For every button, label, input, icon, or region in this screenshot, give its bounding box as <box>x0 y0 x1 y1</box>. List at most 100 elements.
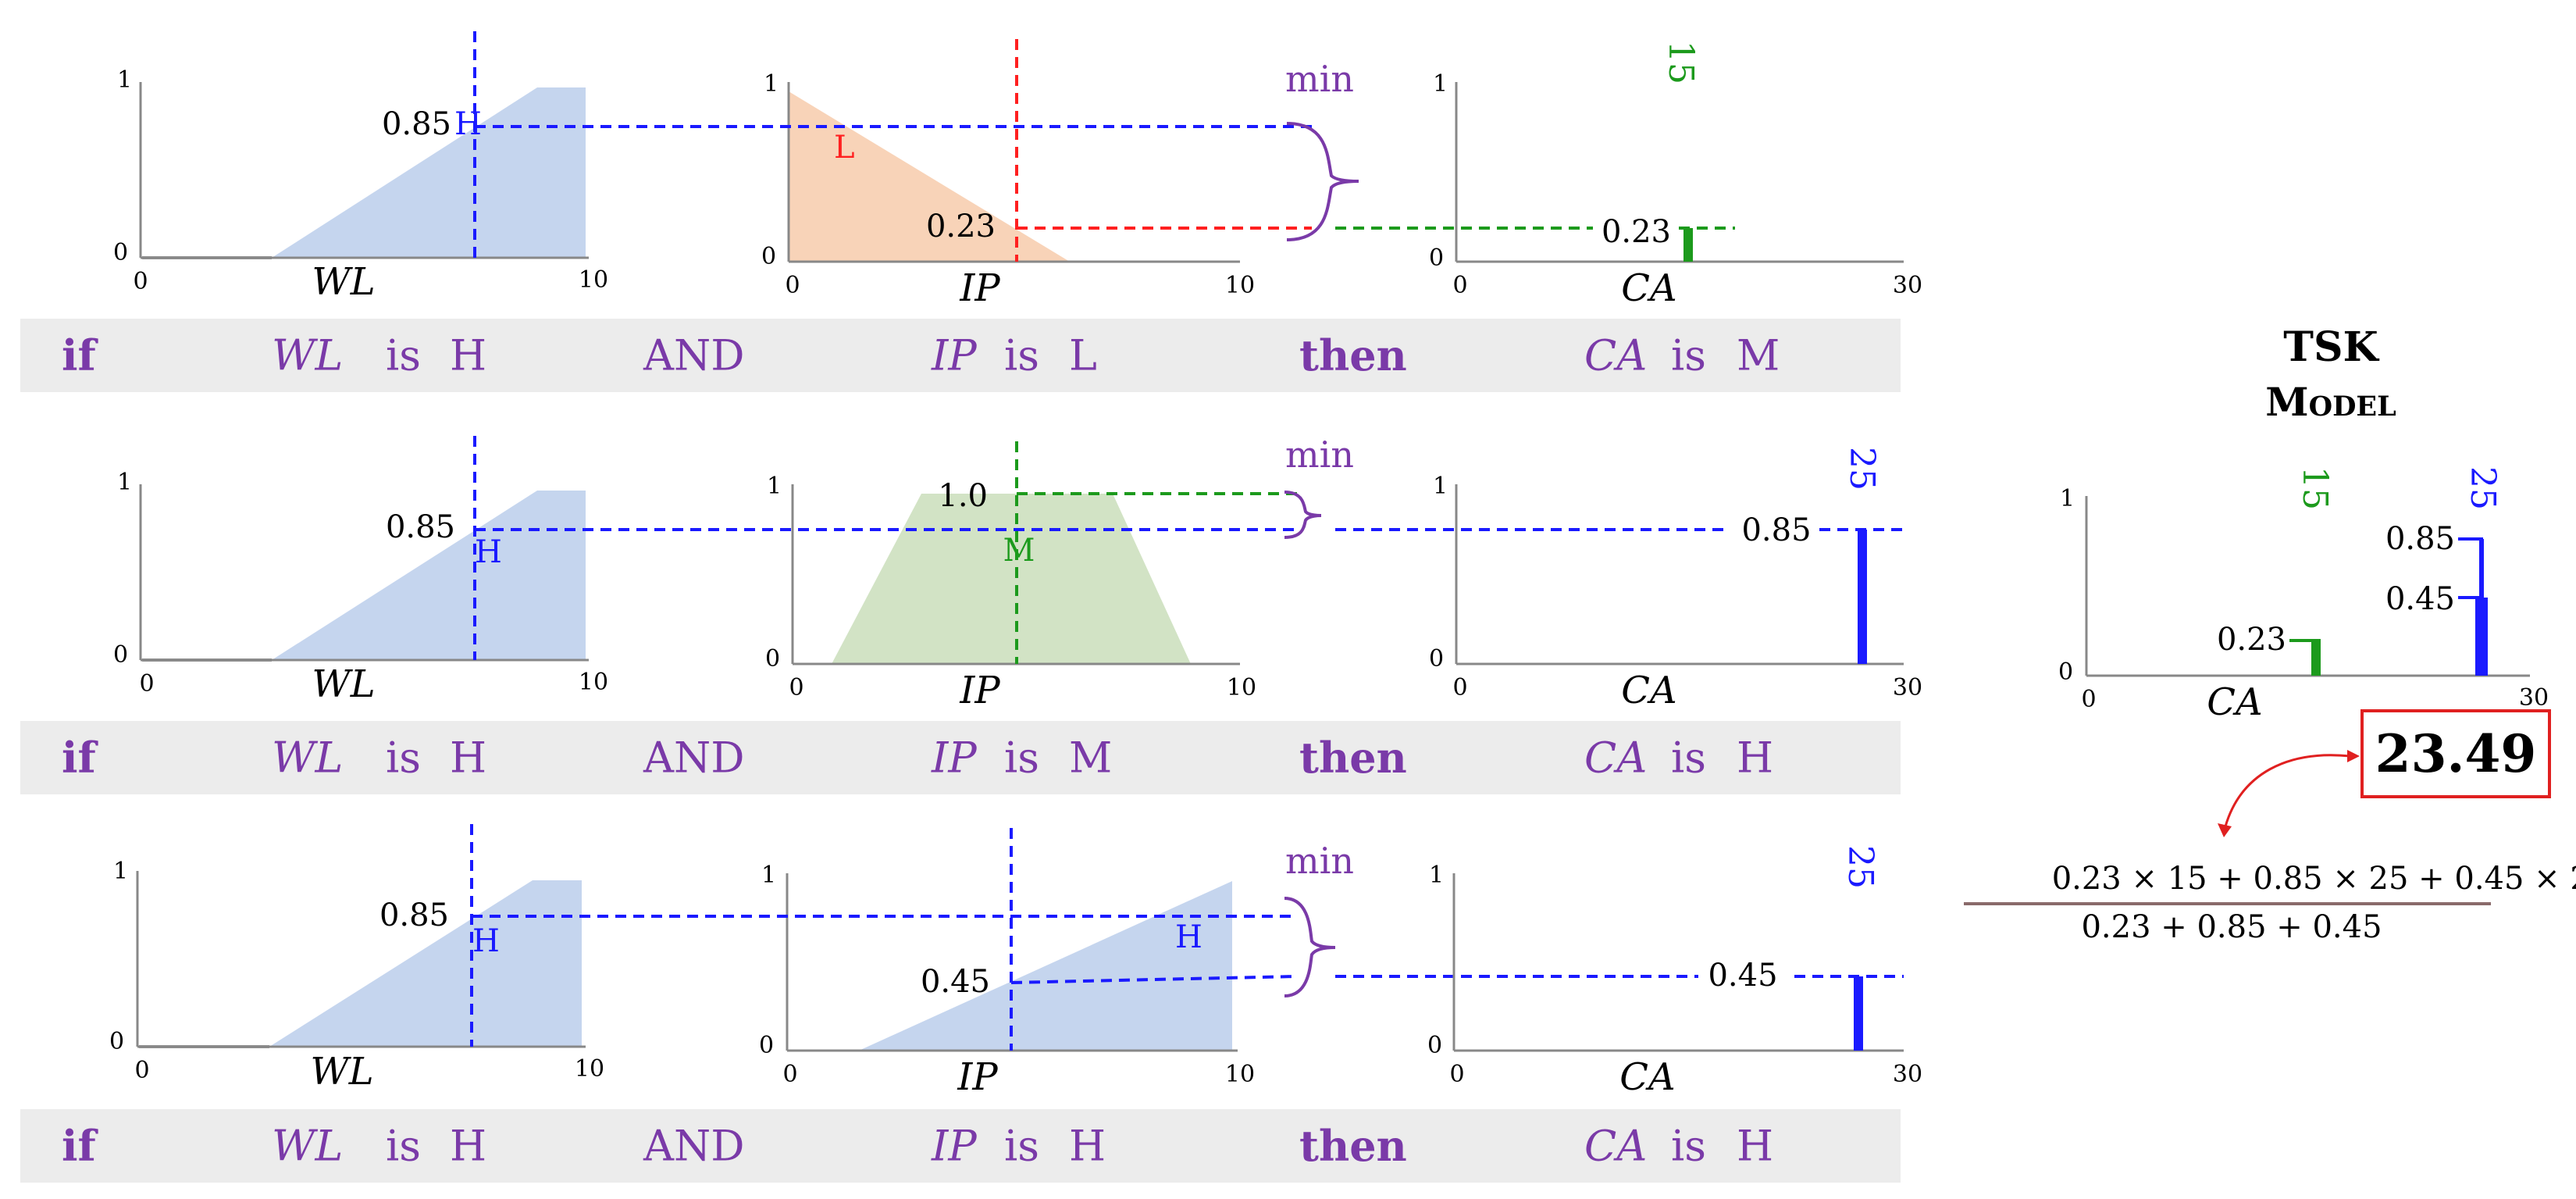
ip-y-max-label: 1 <box>764 70 779 98</box>
rule-is-2: is <box>1004 330 1039 380</box>
model-level-blue-high: 0.85 <box>2385 521 2455 557</box>
min-label: min <box>1285 840 1354 882</box>
wl-x-max-label: 10 <box>579 669 608 696</box>
ip-y-max-label: 1 <box>767 473 782 500</box>
rule-is-1: is <box>386 330 421 380</box>
min-brace <box>1286 122 1359 241</box>
ca-axis-label: CA <box>1621 266 1676 310</box>
row-3: 1 0 0 10 WL H 0.85 1 0 0 10 IP H 0.45 mi… <box>109 824 1922 1099</box>
rule-var-3: CA <box>1584 733 1648 783</box>
ip-mf-label: M <box>1003 533 1035 569</box>
formula-denominator: 0.23 + 0.85 + 0.45 <box>2081 909 2382 945</box>
rule-val-2: L <box>1069 330 1097 380</box>
ip-axis-label: IP <box>957 1055 998 1099</box>
rule-var-1: WL <box>272 1121 344 1171</box>
ip-level-label: 0.23 <box>926 209 996 244</box>
ca-x-max-label: 30 <box>1893 1061 1922 1088</box>
rule-var-3: CA <box>1584 1121 1648 1171</box>
ip-x-min-label: 0 <box>782 1061 797 1088</box>
rule-is-3: is <box>1671 733 1706 783</box>
rule-var-2: IP <box>932 733 977 783</box>
rule-bar-2: if WL is H AND IP is M then CA is H <box>20 721 1901 794</box>
wl-x-max-label: 10 <box>579 266 608 294</box>
rule-val-3: H <box>1737 1121 1774 1171</box>
ip-x-max-label: 10 <box>1227 674 1256 701</box>
ip-x-min-label: 0 <box>789 674 803 701</box>
ca-y-min-label: 0 <box>1427 1032 1442 1059</box>
ip-axis-label: IP <box>959 266 1000 310</box>
min-label: min <box>1285 58 1354 100</box>
rule-val-2: M <box>1069 733 1113 783</box>
rule-is-2: is <box>1004 733 1039 783</box>
row-2: 1 0 0 10 WL H 0.85 1 0 0 10 IP M 1.0 min <box>113 434 1922 712</box>
formula-numerator: 0.23 × 15 + 0.85 × 25 + 0.45 × 25 <box>2052 861 2576 897</box>
ip-y-min-label: 0 <box>759 1032 774 1059</box>
model-value-label-blue: 25 <box>2463 466 2503 510</box>
result-box <box>2360 709 2551 798</box>
ip-mf-label: L <box>834 130 855 166</box>
ip-low-membership-area <box>789 91 1070 262</box>
result-arrowhead-bottom <box>2218 823 2232 837</box>
ca-x-min-label: 0 <box>1452 272 1467 299</box>
ip-y-min-label: 0 <box>761 243 776 270</box>
rule-is-1: is <box>386 1121 421 1171</box>
rule-is-3: is <box>1671 1121 1706 1171</box>
rule-bar-1: if WL is H AND IP is L then CA is M <box>20 319 1901 392</box>
wl-level-label: 0.85 <box>386 509 455 545</box>
ip-y-max-label: 1 <box>761 862 776 889</box>
result-value: 23.49 <box>2375 723 2537 784</box>
wl-y-min-label: 0 <box>109 1028 124 1055</box>
ca-level-label: 0.23 <box>1602 214 1671 250</box>
rule-val-1: H <box>450 733 487 783</box>
wl-axis-label: WL <box>312 662 375 706</box>
ip-level-line <box>1010 975 1297 984</box>
ip-x-max-label: 10 <box>1225 1061 1255 1088</box>
ca-x-min-label: 0 <box>1452 674 1467 701</box>
ca-value-label: 25 <box>1842 447 1882 491</box>
rule-then: then <box>1299 1121 1407 1171</box>
ip-y-min-label: 0 <box>765 645 780 673</box>
model-x-max-label: 30 <box>2519 684 2549 712</box>
ip-x-max-label: 10 <box>1225 272 1255 299</box>
wl-x-min-label: 0 <box>134 1057 149 1084</box>
wl-chart-row-2: 1 0 0 10 WL H 0.85 <box>113 436 608 706</box>
wl-mf-label: H <box>454 106 482 142</box>
model-axis-label: CA <box>2207 680 2262 724</box>
ca-x-max-label: 30 <box>1893 272 1922 299</box>
tsk-model-panel: TSK Model 1 0 0 30 CA 0.23 15 0.85 0.45 … <box>1964 323 2576 945</box>
ip-medium-membership-area <box>832 494 1191 664</box>
wl-high-membership-area <box>272 87 586 258</box>
rule-then: then <box>1299 733 1407 783</box>
ip-x-min-label: 0 <box>785 272 800 299</box>
ca-level-label: 0.85 <box>1741 512 1811 548</box>
ip-axis-label: IP <box>959 669 1000 712</box>
ca-value-label: 15 <box>1661 41 1701 84</box>
ca-level-label: 0.45 <box>1708 958 1777 994</box>
rule-val-1: H <box>450 330 487 380</box>
wl-axis-label: WL <box>312 260 375 304</box>
ca-level-label-background <box>1726 516 1819 547</box>
ip-high-membership-area <box>859 881 1232 1051</box>
ca-x-max-label: 30 <box>1893 674 1922 701</box>
ca-axis-label: CA <box>1619 1055 1675 1099</box>
wl-y-max-label: 1 <box>117 66 132 94</box>
rule-var-2: IP <box>932 1121 977 1171</box>
wl-y-min-label: 0 <box>113 641 128 669</box>
model-title-line2: Model <box>2265 379 2396 425</box>
rule-if: if <box>62 330 96 380</box>
rule-and: AND <box>643 1121 745 1171</box>
rule-if: if <box>62 733 96 783</box>
result-arrow <box>2224 754 2351 827</box>
rule-val-1: H <box>450 1121 487 1171</box>
rule-and: AND <box>643 733 745 783</box>
ca-y-min-label: 0 <box>1429 244 1444 272</box>
wl-mf-label: H <box>472 923 500 959</box>
ca-chart-row-2: 1 0 0 30 CA 0.85 25 <box>1429 447 1922 712</box>
wl-level-label: 0.85 <box>379 897 449 933</box>
rule-val-3: M <box>1737 330 1780 380</box>
model-y-max-label: 1 <box>2060 485 2075 512</box>
wl-mf-label: H <box>475 534 502 570</box>
ca-chart-row-1: 1 0 0 30 CA 0.23 15 <box>1429 41 1922 310</box>
model-level-green: 0.23 <box>2217 622 2286 658</box>
ca-value-label: 25 <box>1840 845 1880 889</box>
